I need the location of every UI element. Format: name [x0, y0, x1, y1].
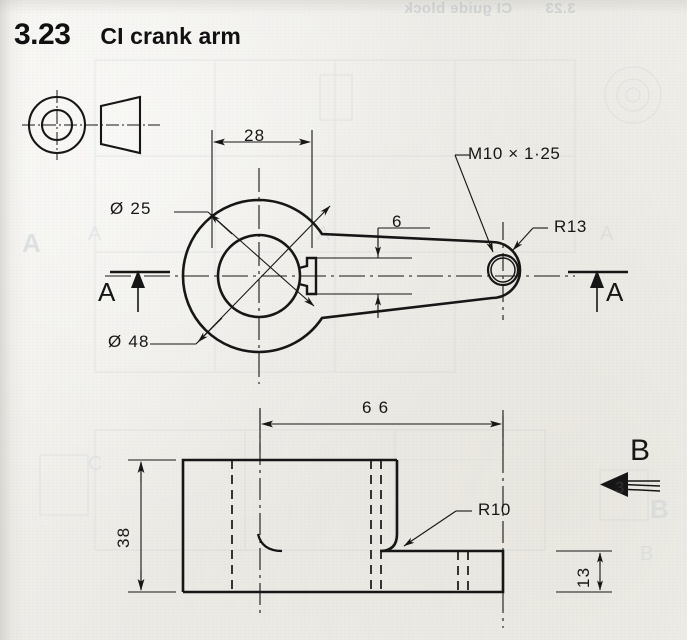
- dim-height-38: [128, 459, 176, 593]
- section-mark-a-left: [110, 270, 170, 312]
- leader-bore-25: [174, 211, 315, 307]
- leader-thread: [454, 154, 494, 253]
- page-title: CI crank arm: [100, 23, 241, 49]
- elevation-centre-lines: [259, 408, 504, 628]
- keyway-projection-lines: [316, 257, 412, 295]
- view-letter-b: B: [630, 434, 651, 467]
- dim-label-keyway-6: 6: [392, 212, 403, 231]
- leader-radius-13: [512, 227, 548, 251]
- title-block: 3.23 CI crank arm: [14, 18, 241, 52]
- note-radius-13: R13: [554, 217, 587, 236]
- note-radius-10: R10: [478, 500, 511, 519]
- tapered-bush-symbol: [22, 90, 160, 160]
- leader-radius-10: [403, 510, 472, 547]
- dim-label-13: 13: [574, 566, 593, 588]
- dim-label-66: 6 6: [362, 398, 390, 417]
- section-mark-a-right: [568, 270, 628, 312]
- leader-boss-48: [150, 205, 331, 345]
- dim-thickness-13: [556, 550, 612, 593]
- section-letter-a-left: A: [98, 277, 116, 307]
- plan-view-geometry: [105, 130, 628, 384]
- dim-label-38: 38: [114, 526, 133, 548]
- exercise-number: 3.23: [14, 18, 71, 51]
- dim-width-28: [211, 130, 313, 248]
- dim-length-66: [259, 410, 504, 452]
- dim-label-28: 28: [244, 126, 266, 145]
- view-arrow-b-glyph: [600, 472, 661, 497]
- hidden-lines: [231, 460, 469, 592]
- dim-keyway-6: [375, 227, 430, 318]
- dim-label-boss-48: Ø 48: [108, 332, 150, 351]
- section-letter-a-right: A: [606, 277, 624, 307]
- dim-label-bore-25: Ø 25: [110, 199, 152, 218]
- note-thread-m10: M10 × 1·25: [468, 144, 561, 163]
- elevation-view-geometry: [128, 408, 661, 628]
